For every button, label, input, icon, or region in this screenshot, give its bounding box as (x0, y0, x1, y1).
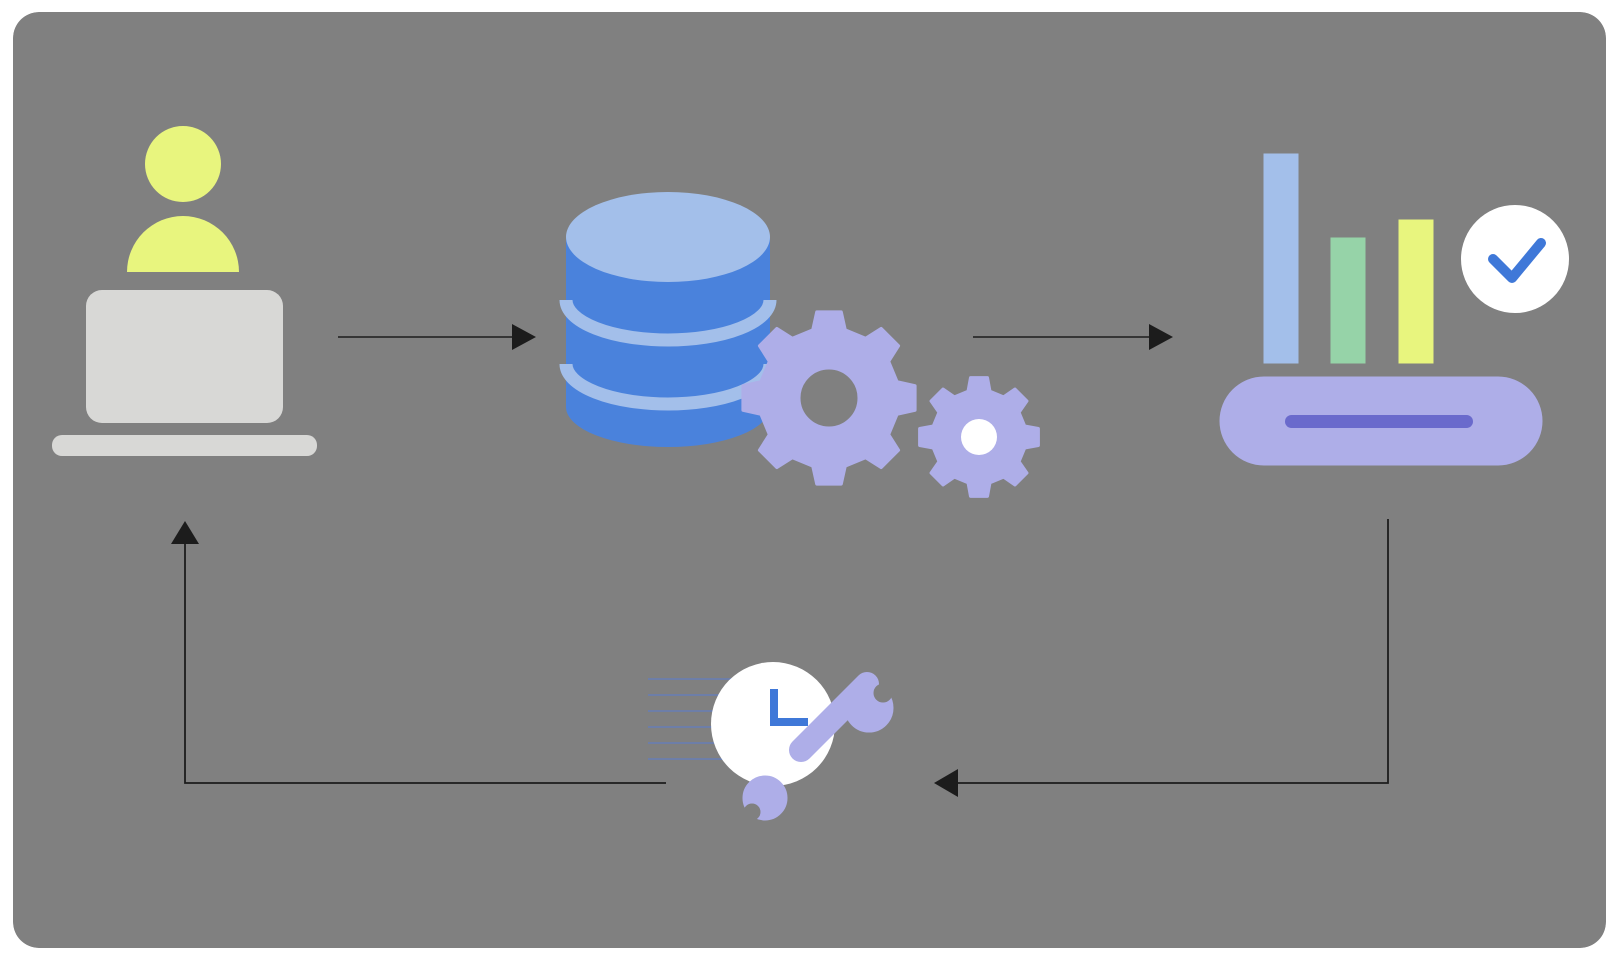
wrench-icon (742, 672, 894, 821)
user-head (145, 126, 221, 202)
bar-short (1398, 219, 1434, 364)
workflow-diagram (13, 12, 1606, 948)
check-circle (1461, 205, 1569, 313)
large-gear-hole (800, 369, 858, 427)
arrow-maintenance-to-user (171, 521, 666, 784)
user-shoulders (127, 216, 239, 272)
diagram-panel (13, 12, 1606, 948)
database-band-upper (559, 299, 777, 347)
small-gear-hole (961, 419, 997, 455)
clock-hands (770, 689, 808, 726)
laptop-base (52, 435, 317, 456)
arrow-database-to-analytics (973, 324, 1173, 350)
arrow-user-to-database (338, 324, 536, 350)
platform-stripe (1285, 415, 1473, 428)
panel-background (13, 12, 1606, 948)
bar-tall (1263, 153, 1299, 364)
laptop-screen (86, 290, 283, 423)
bar-chart-with-check-icon (1219, 153, 1569, 466)
bar-medium (1330, 237, 1366, 364)
arrow-analytics-to-maintenance (934, 519, 1389, 797)
check-mark-icon (1488, 238, 1546, 283)
user-at-laptop-icon (52, 126, 317, 456)
database-with-gears-icon (559, 192, 1040, 498)
database-top (566, 192, 770, 282)
clock-with-wrench-icon (648, 662, 894, 821)
